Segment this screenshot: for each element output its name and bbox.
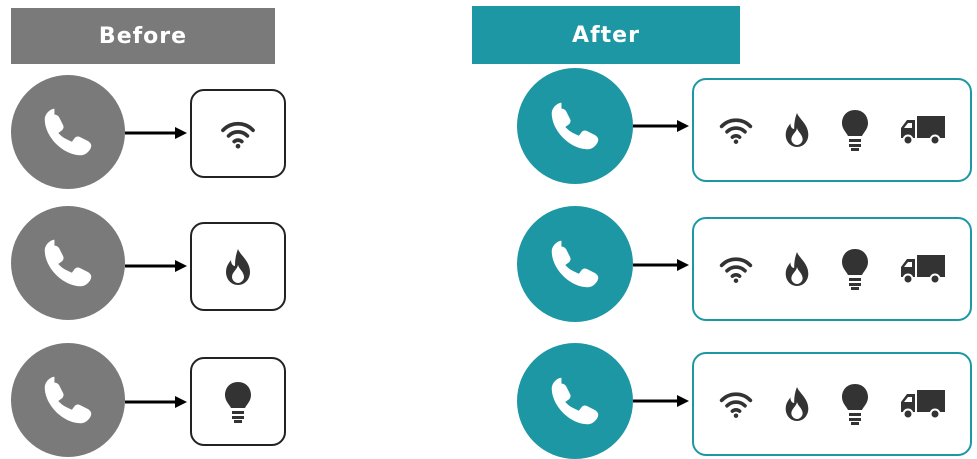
service-box [190, 222, 286, 311]
service-box [190, 357, 286, 446]
phone-icon [551, 240, 599, 288]
flame-icon [221, 247, 255, 287]
phone-icon [44, 239, 92, 287]
flame-icon [781, 111, 813, 149]
phone-circle [11, 343, 125, 457]
phone-icon [44, 108, 92, 156]
arrow-icon [125, 260, 187, 272]
phone-icon [551, 102, 599, 150]
wifi-icon [219, 119, 257, 149]
phone-circle [517, 68, 633, 184]
phone-circle [517, 343, 633, 459]
wifi-icon [718, 254, 754, 284]
truck-icon [897, 253, 947, 285]
lightbulb-icon [840, 381, 870, 427]
service-box [692, 217, 972, 321]
service-box [190, 89, 286, 178]
wifi-icon [718, 115, 754, 145]
phone-icon [44, 376, 92, 424]
arrow-icon [125, 396, 187, 408]
truck-icon [897, 388, 947, 420]
arrow-icon [633, 259, 689, 271]
arrow-icon [633, 395, 689, 407]
wifi-icon [718, 389, 754, 419]
before-header: Before [11, 8, 275, 64]
arrow-icon [633, 120, 689, 132]
after-header: After [472, 6, 740, 64]
phone-circle [11, 206, 125, 320]
service-box [692, 78, 972, 182]
flame-icon [781, 250, 813, 288]
lightbulb-icon [840, 107, 870, 153]
arrow-icon [125, 127, 187, 139]
truck-icon [897, 114, 947, 146]
phone-circle [517, 206, 633, 322]
phone-icon [551, 377, 599, 425]
service-box [692, 352, 972, 456]
flame-icon [781, 385, 813, 423]
lightbulb-icon [840, 246, 870, 292]
phone-circle [11, 75, 125, 189]
lightbulb-icon [223, 380, 253, 424]
